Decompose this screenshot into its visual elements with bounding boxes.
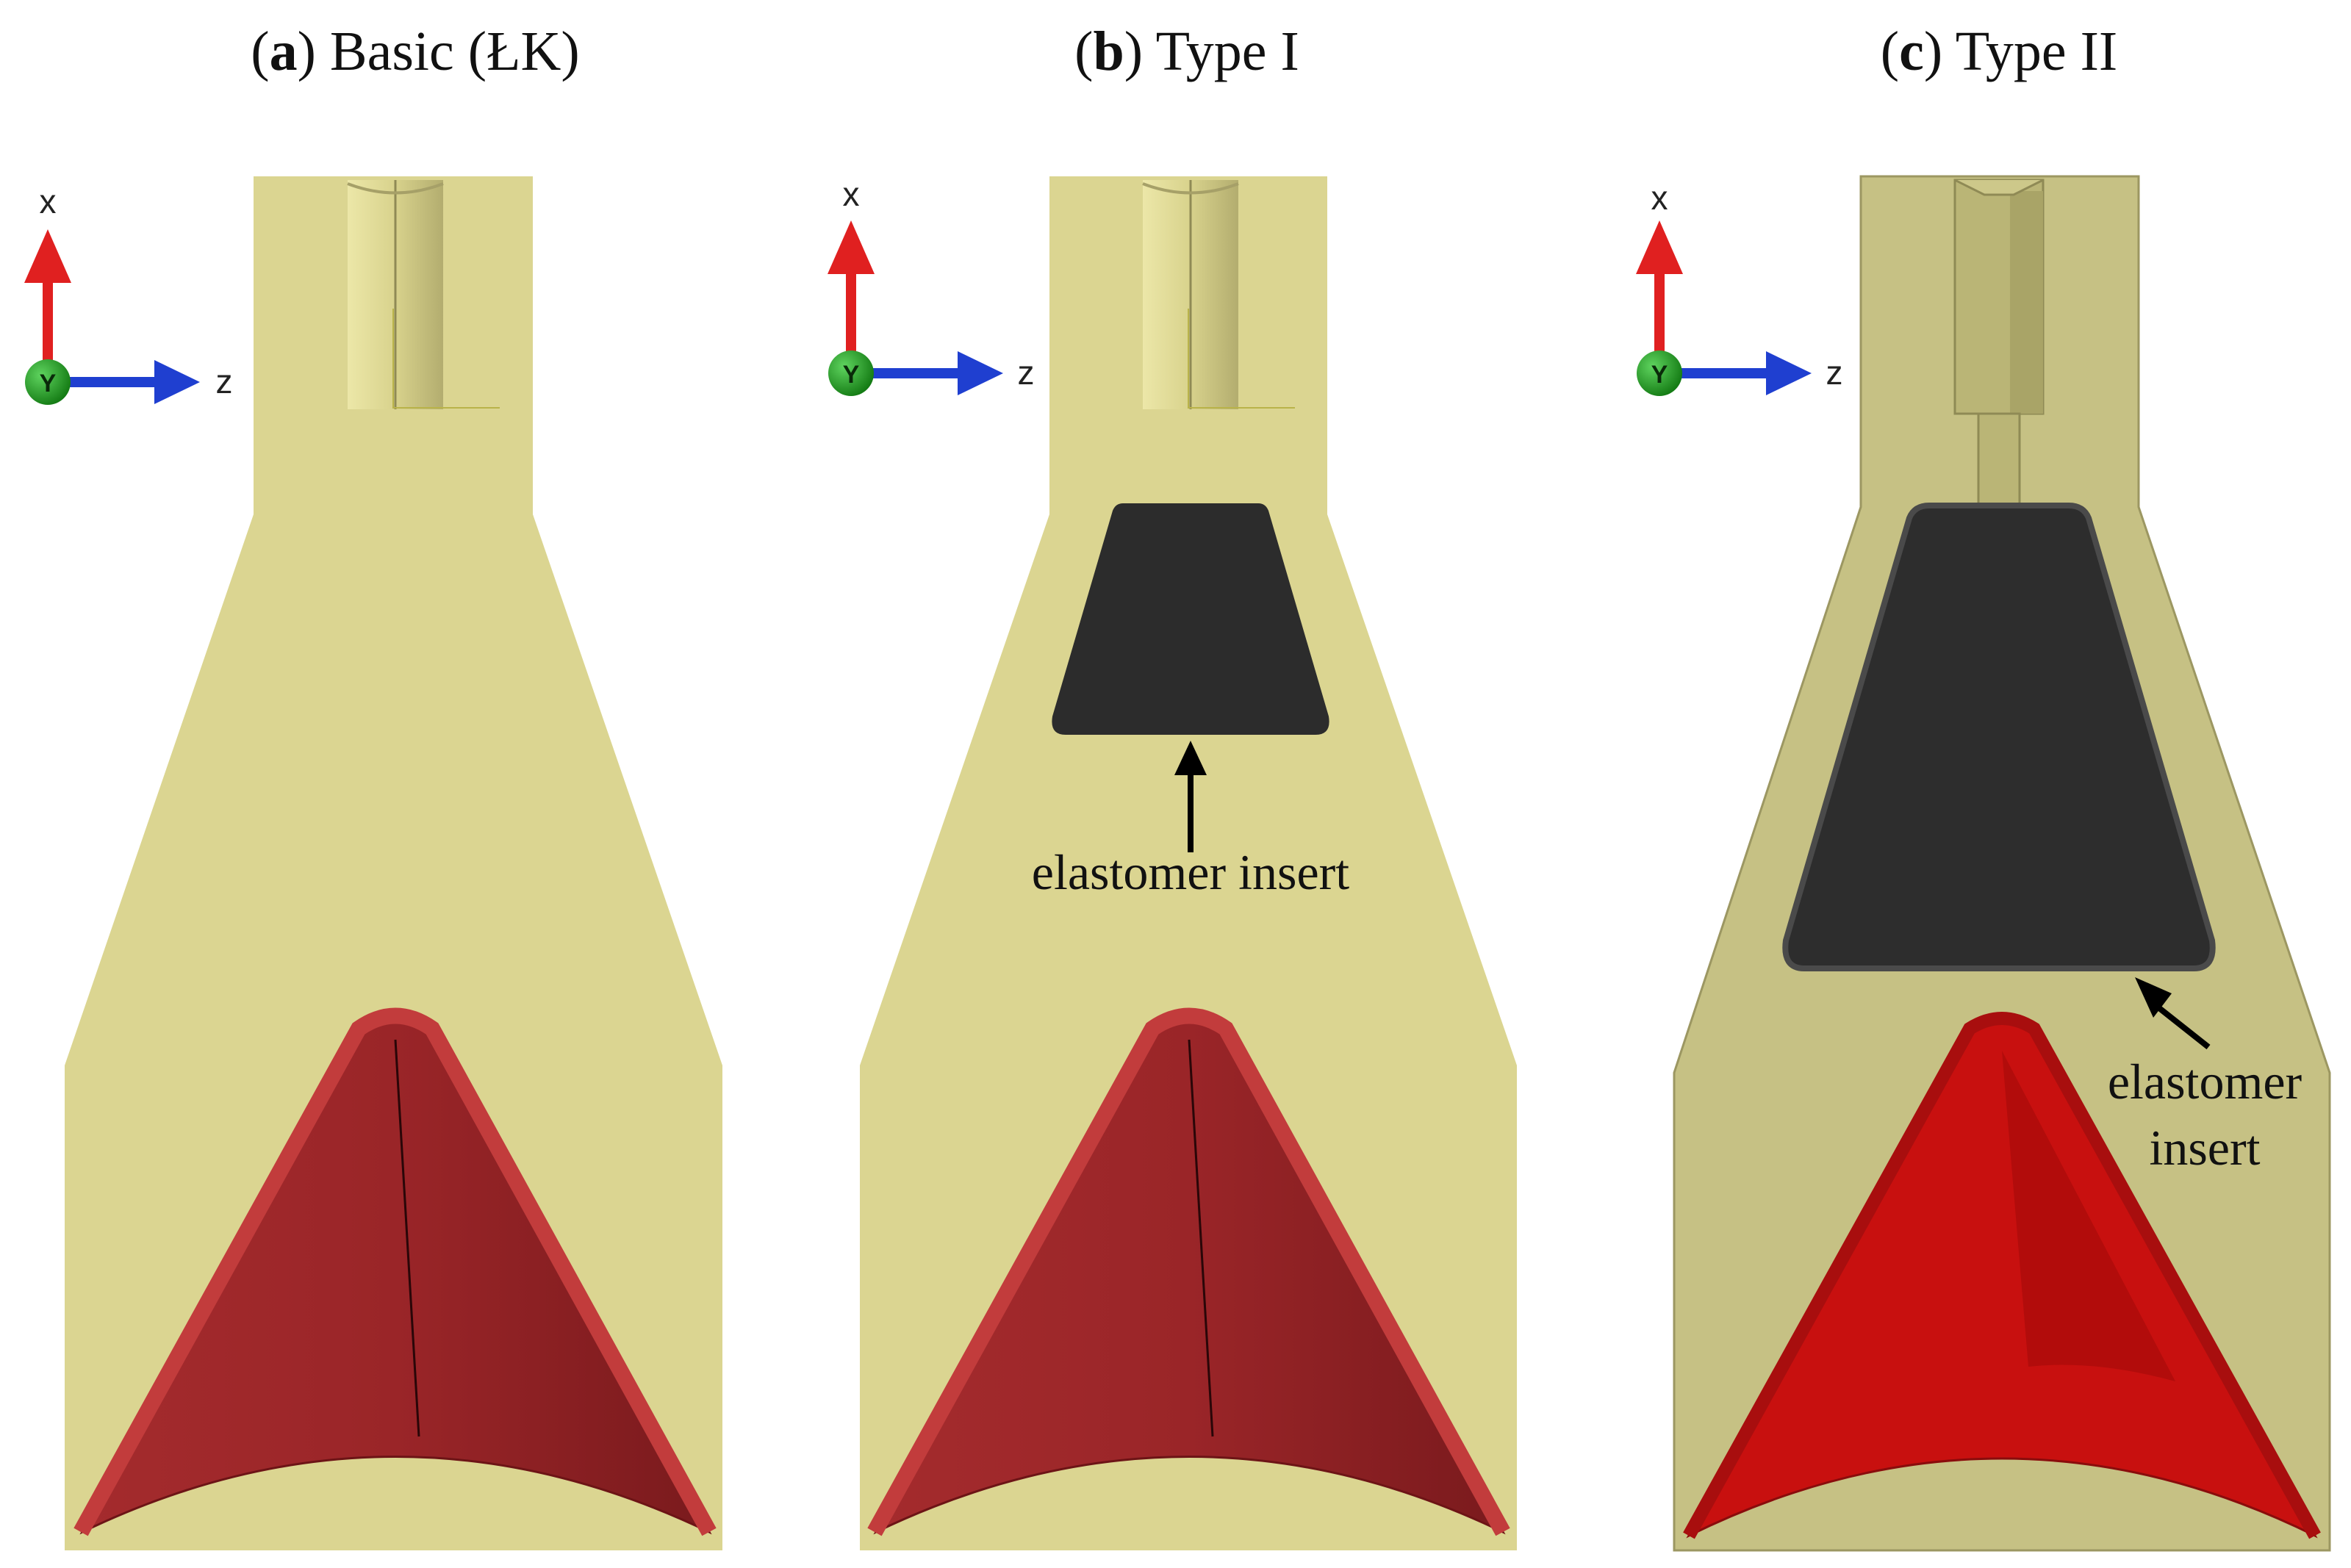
- elastomer-insert: [1052, 503, 1329, 735]
- insert-pointer-arrow: [2153, 1002, 2211, 1050]
- insert-annotation-line1: elastomer: [2108, 1054, 2302, 1110]
- y-axis-label: Y: [1651, 361, 1668, 389]
- bore-neck: [1977, 412, 2021, 507]
- y-axis-label: Y: [40, 370, 57, 398]
- bore-wall-shading: [2010, 191, 2043, 414]
- y-axis-label: Y: [843, 361, 860, 389]
- insert-pointer-arrow-icon: [1174, 741, 1207, 775]
- z-axis-label: z: [216, 362, 233, 400]
- panel-b: (b) Type I elastomer insert x z Y: [828, 21, 1517, 1550]
- liner-rim: [73, 1007, 717, 1536]
- liner-rim: [1683, 1012, 2321, 1539]
- specimen-body: [860, 176, 1517, 1550]
- bore-top-lip: [347, 182, 444, 195]
- panel-a-title: (a) Basic (ŁK): [251, 21, 579, 82]
- liner-seam: [1188, 1039, 1214, 1437]
- y-axis-ball-icon: [25, 359, 71, 405]
- insert-annotation: elastomer insert: [1032, 844, 1350, 900]
- panel-a: (a) Basic (ŁK) x z Y: [24, 21, 722, 1550]
- x-axis-label: x: [1651, 179, 1668, 217]
- specimen-body: [65, 176, 722, 1550]
- panel-c-title: (c) Type II: [1881, 21, 2117, 82]
- axis-triad: x z Y: [1636, 179, 1843, 396]
- bore-mesh-marker: [392, 309, 500, 409]
- y-axis-ball-icon: [1637, 350, 1682, 396]
- liner-texture: [2002, 1051, 2175, 1381]
- bore-top-lip: [1142, 182, 1239, 195]
- y-axis-ball-icon: [828, 350, 874, 396]
- bore-mesh-marker: [1188, 309, 1295, 409]
- bore-top-notch: [1954, 179, 2044, 196]
- liner-rim: [867, 1007, 1510, 1536]
- z-axis-arrow-icon: [958, 351, 1003, 395]
- panel-c: (c) Type II elastomer insert x z Y: [1636, 21, 2331, 1552]
- z-axis-arrow-icon: [1766, 351, 1812, 395]
- z-axis-arrow-icon: [154, 360, 200, 404]
- z-axis-label: z: [1826, 353, 1843, 392]
- x-axis-arrow-icon: [828, 220, 875, 274]
- axis-triad: x z Y: [828, 175, 1035, 396]
- insert-annotation-line2: insert: [2149, 1120, 2260, 1176]
- z-axis-label: z: [1018, 353, 1035, 392]
- insert-pointer-arrow-icon: [2135, 977, 2172, 1018]
- panel-b-title: (b) Type I: [1074, 21, 1299, 82]
- elastomer-insert: [1782, 503, 2216, 971]
- x-axis-label: x: [40, 182, 57, 220]
- x-axis-arrow-icon: [24, 229, 71, 283]
- x-axis-arrow-icon: [1636, 220, 1683, 274]
- x-axis-label: x: [843, 175, 860, 213]
- liner-seam: [394, 1039, 420, 1437]
- axis-triad: x z Y: [24, 182, 233, 405]
